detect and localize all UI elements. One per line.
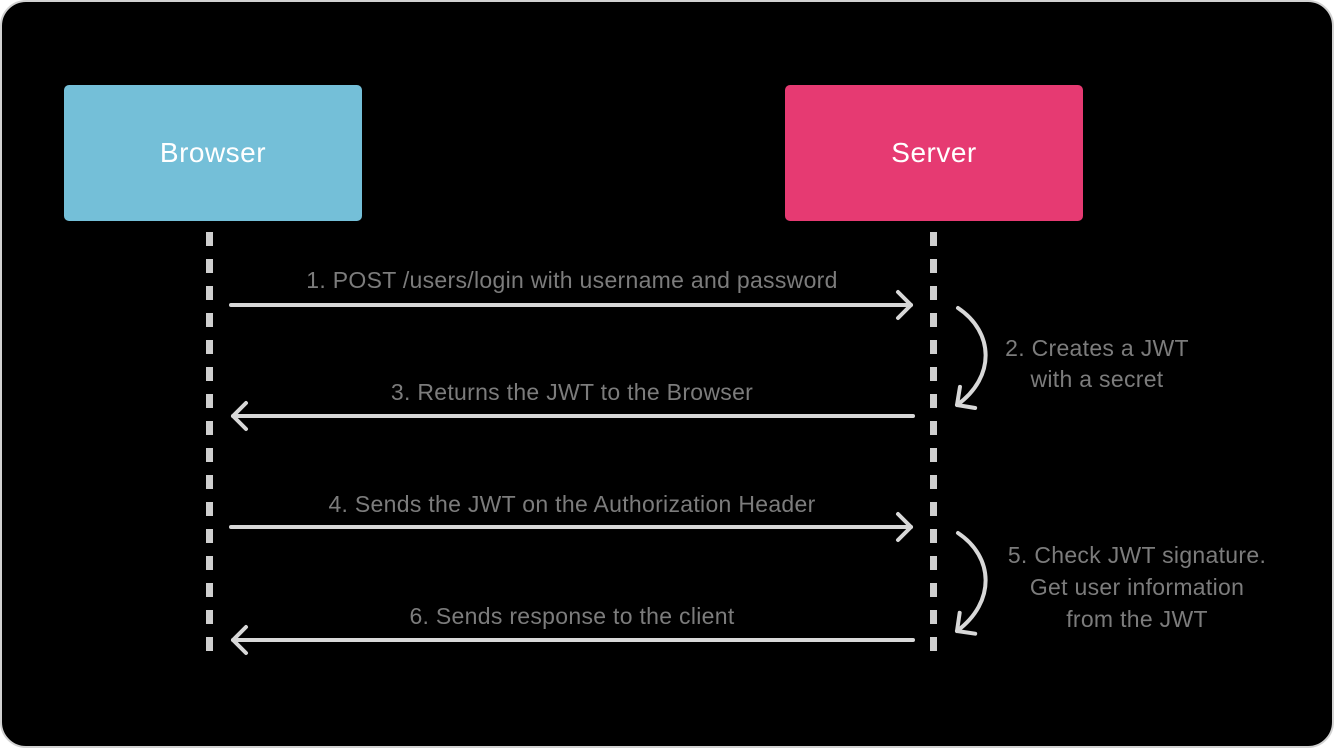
message-2-label: 2. Creates a JWT with a secret	[1005, 335, 1189, 392]
message-6-label: 6. Sends response to the client	[409, 603, 735, 629]
server-lifeline	[930, 232, 937, 651]
actor-label-server: Server	[891, 137, 977, 168]
message-5-label: 5. Check JWT signature. Get user informa…	[1007, 542, 1267, 632]
message-5-self-arrow	[955, 531, 988, 636]
message-4-label: 4. Sends the JWT on the Authorization He…	[328, 491, 816, 517]
actor-label-browser: Browser	[159, 137, 267, 168]
message-2-self-arrow	[955, 306, 988, 410]
actor-box-server: Server	[785, 85, 1083, 221]
browser-lifeline	[206, 232, 213, 651]
actor-box-browser: Browser	[64, 85, 362, 221]
message-3-label: 3. Returns the JWT to the Browser	[390, 379, 754, 405]
message-1-label: 1. POST /users/login with username and p…	[306, 267, 838, 293]
